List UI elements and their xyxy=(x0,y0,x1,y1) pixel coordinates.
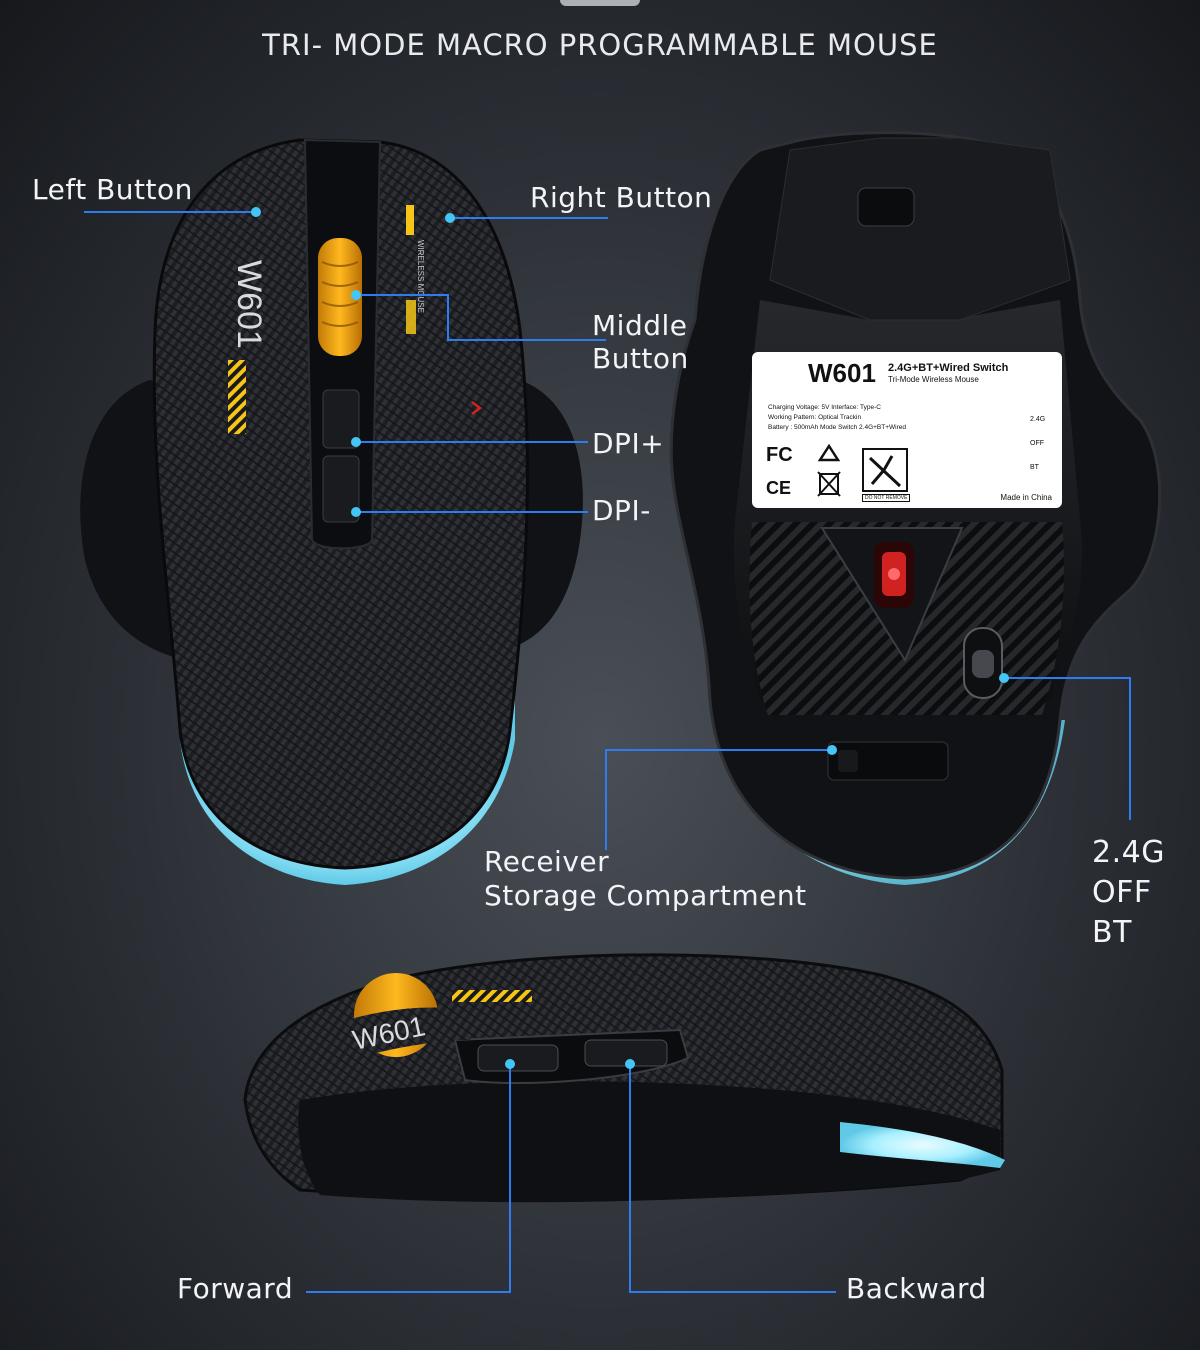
label-receiver: Receiver Storage Compartment xyxy=(484,845,807,913)
label-middle-line1: Middle xyxy=(592,309,688,342)
sticker-switch-bt: BT xyxy=(1030,464,1039,471)
sticker-model: W601 xyxy=(808,358,876,388)
label-forward: Forward xyxy=(177,1272,294,1305)
label-mode-24g: 2.4G xyxy=(1092,835,1165,870)
sticker-switch-off: OFF xyxy=(1030,440,1044,447)
label-right-button: Right Button xyxy=(530,181,713,214)
label-mode-bt: BT xyxy=(1092,915,1132,950)
callout-dots xyxy=(251,207,1009,1069)
mouse-bottom-view xyxy=(669,131,1162,885)
side-lower-body xyxy=(298,1081,1000,1203)
forward-button[interactable] xyxy=(477,1044,559,1072)
dot-mode-switch xyxy=(999,673,1009,683)
page-title: TRI- MODE MACRO PROGRAMMABLE MOUSE xyxy=(262,28,938,62)
line-mode-switch xyxy=(1004,677,1131,820)
mouse-side-view xyxy=(243,953,1005,1203)
recycle-and-bin-icons xyxy=(817,443,841,497)
dot-left-button xyxy=(251,207,261,217)
side-rgb-strip xyxy=(840,1122,1005,1168)
top-side-text: WIRELESS MOUSE xyxy=(416,240,425,313)
bottom-top-plate xyxy=(769,137,1071,321)
line-middle-button xyxy=(356,294,606,341)
label-receiver-line2: Storage Compartment xyxy=(484,879,807,912)
label-backward: Backward xyxy=(846,1272,987,1305)
sticker-line1: 2.4G+BT+Wired Switch xyxy=(888,362,1009,374)
yellow-accent-right xyxy=(406,205,414,235)
dot-dpi-plus xyxy=(351,437,361,447)
line-receiver xyxy=(605,749,832,850)
dpi-plus-button[interactable] xyxy=(322,389,360,449)
label-mode-off: OFF xyxy=(1092,875,1152,910)
dot-forward xyxy=(505,1059,515,1069)
made-in-text: Made in China xyxy=(1000,493,1052,502)
do-not-remove-text: DO NOT REMOVE xyxy=(862,494,911,502)
callout-lines xyxy=(84,211,1131,1293)
product-label-sticker: W601 2.4G+BT+Wired Switch Tri-Mode Wirel… xyxy=(752,352,1062,508)
dot-dpi-minus xyxy=(351,507,361,517)
hazard-stripe-left xyxy=(228,360,246,434)
line-forward xyxy=(306,1064,511,1293)
label-dpi-minus: DPI- xyxy=(592,494,651,527)
red-arrow-icon xyxy=(471,401,483,415)
top-notch xyxy=(857,187,915,227)
dot-middle-button xyxy=(351,290,361,300)
line-backward xyxy=(629,1064,836,1293)
label-receiver-line1: Receiver xyxy=(484,845,610,878)
dot-receiver xyxy=(827,745,837,755)
do-not-remove-icon xyxy=(862,448,908,492)
sticker-line2: Tri-Mode Wireless Mouse xyxy=(888,375,979,384)
scroll-wheel[interactable] xyxy=(318,238,362,356)
dpi-minus-button[interactable] xyxy=(322,455,360,523)
yellow-accent-right-lower xyxy=(406,300,416,334)
recycle-icon xyxy=(817,443,841,462)
sticker-spec-1: Charging Voltage: 5V Interface: Type-C xyxy=(768,404,881,411)
label-middle-line2: Button xyxy=(592,342,689,375)
sensor-light xyxy=(888,568,900,580)
side-front-cap xyxy=(250,1007,470,1100)
label-dpi-plus: DPI+ xyxy=(592,427,665,460)
label-mode-switch: 2.4G OFF BT xyxy=(1092,833,1165,953)
side-hazard-stripe xyxy=(452,990,532,1002)
mode-switch-knob[interactable] xyxy=(972,650,994,678)
receiver-latch xyxy=(838,750,858,772)
ce-mark: CE xyxy=(766,478,792,498)
top-glow-shape xyxy=(560,0,640,6)
sticker-switch-24g: 2.4G xyxy=(1030,416,1046,423)
mouse-top-view xyxy=(80,138,583,885)
fc-mark: FC xyxy=(766,444,793,466)
dot-right-button xyxy=(445,213,455,223)
sticker-spec-2: Working Pattern: Optical Trackin xyxy=(768,414,862,421)
top-model-text: W601 xyxy=(230,260,268,349)
sticker-spec-3: Battery : 500mAh Mode Switch 2.4G+BT+Wir… xyxy=(768,424,907,431)
receiver-compartment[interactable] xyxy=(827,741,949,781)
label-middle-button: Middle Button xyxy=(592,309,689,375)
label-left-button: Left Button xyxy=(32,173,193,206)
dot-backward xyxy=(625,1059,635,1069)
weee-bin-icon xyxy=(819,473,839,495)
